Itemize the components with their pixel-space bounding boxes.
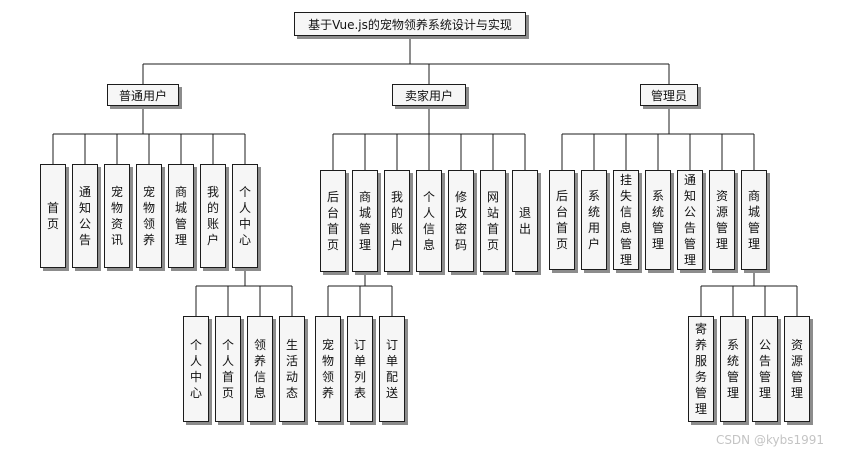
sub-function-node: 公告管理 [752, 316, 778, 422]
function-node-label: 修改密码 [455, 190, 468, 252]
function-node-label: 宠物领养 [143, 185, 156, 247]
function-node: 挂失信息管理 [613, 170, 639, 270]
function-node-label: 挂失信息管理 [620, 173, 633, 267]
sub-function-node-label: 订单列表 [354, 338, 367, 400]
function-node-label: 商城管理 [175, 185, 188, 247]
function-node: 网站首页 [480, 170, 506, 272]
function-node: 个人中心 [232, 164, 258, 268]
group-node: 卖家用户 [392, 84, 466, 106]
function-node-label: 资源管理 [716, 189, 729, 251]
group-label: 普通用户 [118, 88, 167, 103]
function-node: 商城管理 [352, 170, 378, 272]
group-label: 管理员 [650, 88, 687, 103]
sub-function-node: 生活动态 [279, 316, 305, 422]
function-node-label: 系统用户 [588, 189, 601, 251]
function-node: 系统管理 [645, 170, 671, 270]
function-node: 宠物领养 [136, 164, 162, 268]
function-node: 系统用户 [581, 170, 607, 270]
function-node: 修改密码 [448, 170, 474, 272]
sub-function-node-label: 订单配送 [386, 338, 399, 400]
function-node-label: 商城管理 [359, 190, 372, 252]
function-node: 后台首页 [320, 170, 346, 272]
sub-function-node: 个人中心 [183, 316, 209, 422]
sub-function-node: 资源管理 [784, 316, 810, 422]
function-node-label: 个人信息 [423, 190, 436, 252]
function-node-label: 宠物资讯 [111, 185, 124, 247]
function-node-label: 我的账户 [207, 185, 220, 247]
function-node-label: 网站首页 [487, 190, 500, 252]
sub-function-node: 系统管理 [720, 316, 746, 422]
sub-function-node-label: 个人中心 [190, 338, 203, 400]
group-node: 管理员 [640, 84, 698, 106]
function-node-label: 通知公告管理 [684, 173, 697, 267]
group-node: 普通用户 [107, 84, 179, 106]
function-node-label: 个人中心 [239, 185, 252, 247]
function-node-label: 首页 [47, 201, 60, 231]
sub-function-node-label: 个人首页 [222, 338, 235, 400]
function-node-label: 通知公告 [79, 185, 92, 247]
function-node-label: 我的账户 [391, 190, 404, 252]
sub-function-node: 领养信息 [247, 316, 273, 422]
function-node: 我的账户 [200, 164, 226, 268]
function-node-label: 商城管理 [748, 189, 761, 251]
sub-function-node-label: 生活动态 [286, 338, 299, 400]
function-node-label: 后台首页 [327, 190, 340, 252]
sub-function-node-label: 领养信息 [254, 338, 267, 400]
group-label: 卖家用户 [404, 88, 453, 103]
sub-function-node-label: 公告管理 [759, 338, 772, 400]
sub-function-node: 订单列表 [347, 316, 373, 422]
sub-function-node: 个人首页 [215, 316, 241, 422]
function-node-label: 系统管理 [652, 189, 665, 251]
function-node: 首页 [40, 164, 66, 268]
sub-function-node: 寄养服务管理 [688, 316, 714, 422]
function-node: 通知公告管理 [677, 170, 703, 270]
function-node-label: 后台首页 [556, 189, 569, 251]
function-node: 我的账户 [384, 170, 410, 272]
function-node: 个人信息 [416, 170, 442, 272]
function-node: 资源管理 [709, 170, 735, 270]
function-node: 商城管理 [741, 170, 767, 270]
function-node: 后台首页 [549, 170, 575, 270]
function-node: 宠物资讯 [104, 164, 130, 268]
root-node: 基于Vue.js的宠物领养系统设计与实现 [294, 12, 526, 36]
sub-function-node-label: 资源管理 [791, 338, 804, 400]
function-node-label: 退出 [519, 206, 532, 236]
function-node: 通知公告 [72, 164, 98, 268]
function-node: 商城管理 [168, 164, 194, 268]
watermark: CSDN @kybs1991 [715, 433, 824, 447]
sub-function-node-label: 寄养服务管理 [695, 322, 708, 416]
sub-function-node-label: 宠物领养 [322, 338, 335, 400]
sub-function-node: 订单配送 [379, 316, 405, 422]
function-node: 退出 [512, 170, 538, 272]
sub-function-node-label: 系统管理 [727, 338, 740, 400]
sub-function-node: 宠物领养 [315, 316, 341, 422]
